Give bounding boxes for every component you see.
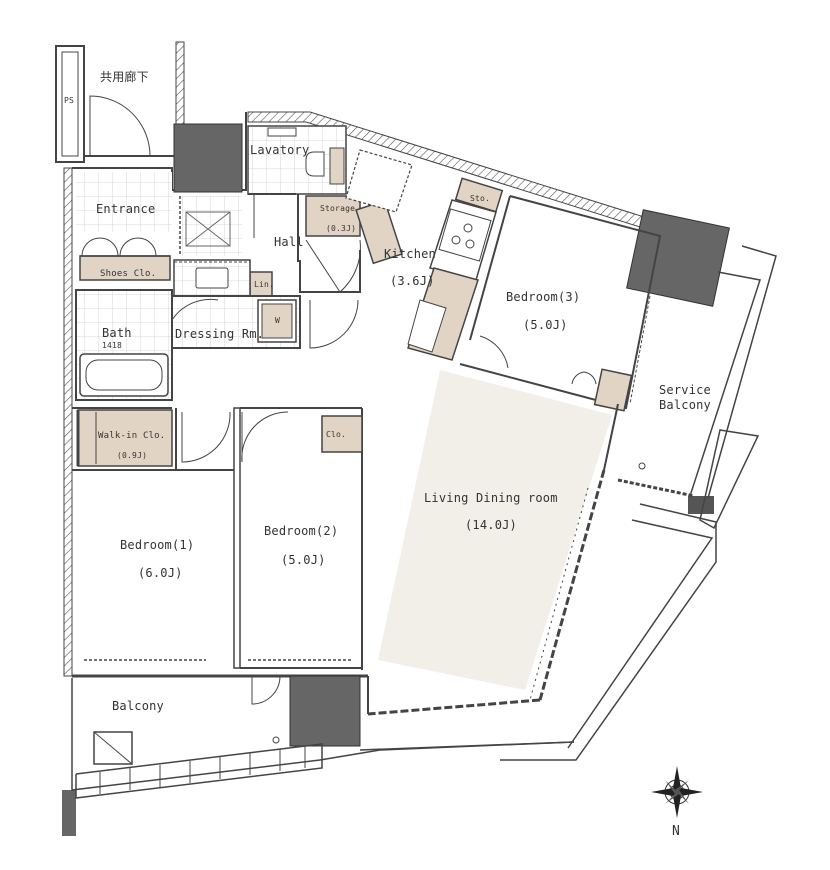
compass-rose [651,766,703,818]
bedroom2-closet [321,415,363,453]
column-balcony [289,675,361,747]
living-floor [378,370,612,690]
dressing-room-label: Dressing Rm. [175,327,265,341]
bedroom3-label: Bedroom(3) [506,290,581,304]
bedroom-walls [233,407,241,669]
ps-shaft [55,45,85,163]
walkin-closet-label: Walk-in Clo. [98,431,166,441]
washer-label: W [275,316,281,325]
storage-label: Storage [320,204,356,213]
living-label: Living Dining room [424,491,558,505]
storage-size-label: (0.3J) [326,224,357,233]
corridor-label: 共用廊下 [100,70,149,84]
linen-label: Lin. [254,280,275,289]
entrance-label: Entrance [96,202,156,216]
column-entrance [173,123,243,193]
storage-closet [305,195,361,237]
bath-label: Bath [102,326,132,340]
entrance-door [89,95,151,157]
sto-closet [454,177,504,213]
service-balcony-label: Service [659,383,711,397]
hall-label: Hall [274,235,304,249]
sto-label: Sto. [470,194,491,203]
kitchen-label: Kitchen [384,247,436,261]
lavatory-label: Lavatory [250,143,310,157]
service-balcony-label-2: Balcony [659,398,711,412]
west-wall [63,167,73,677]
entrance-floor [76,172,172,232]
bedroom2-label: Bedroom(2) [264,524,339,538]
kitchen-size-label: (3.6J) [390,274,435,288]
service-balcony-railing [689,271,761,497]
compass-north-label: N [672,824,681,839]
bedroom2-closet-label: Clo. [326,430,347,439]
walkin-size-label: (0.9J) [117,451,148,460]
balcony-label: Balcony [112,699,164,713]
bedroom3-size-label: (5.0J) [523,318,568,332]
bedroom2-size-label: (5.0J) [281,553,326,567]
bedroom3-closet [593,368,633,412]
column-bedroom3 [626,209,730,307]
bedroom1-size-label: (6.0J) [138,566,183,580]
shoes-closet-label: Shoes Clo. [100,269,157,279]
kitchen-counter [345,149,413,213]
living-size-label: (14.0J) [465,518,517,532]
bedroom1-label: Bedroom(1) [120,538,195,552]
ps-label: PS [64,96,75,105]
bath-size-label: 1418 [102,341,123,350]
